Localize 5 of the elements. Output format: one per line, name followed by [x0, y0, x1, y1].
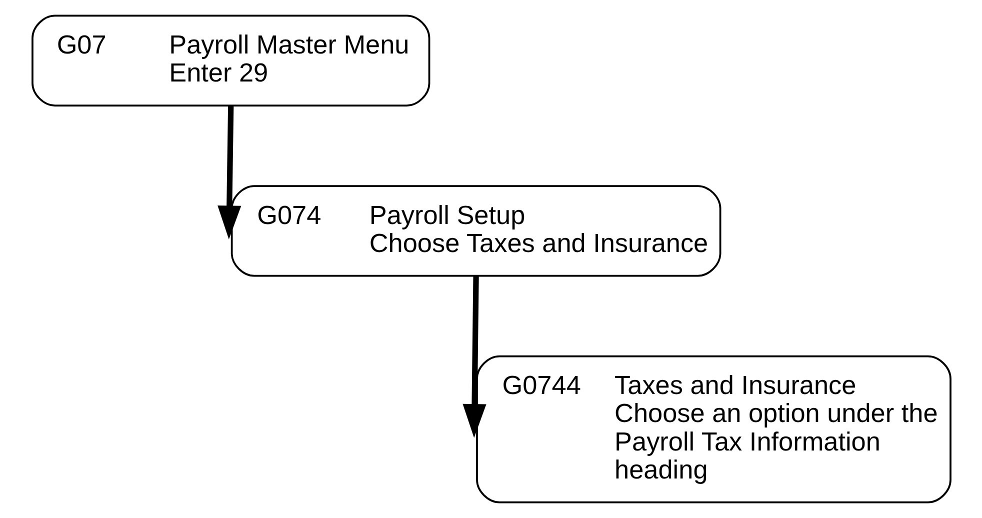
arrow	[462, 276, 486, 438]
node-box: G074 Payroll Setup Choose Taxes and Insurance	[230, 185, 721, 277]
node-box: G0744 Taxes and Insurance Choose an option under the Payroll Tax Information heading	[476, 355, 951, 504]
node-box: G07 Payroll Master Menu Enter 29	[31, 14, 430, 106]
arrow	[217, 105, 241, 240]
